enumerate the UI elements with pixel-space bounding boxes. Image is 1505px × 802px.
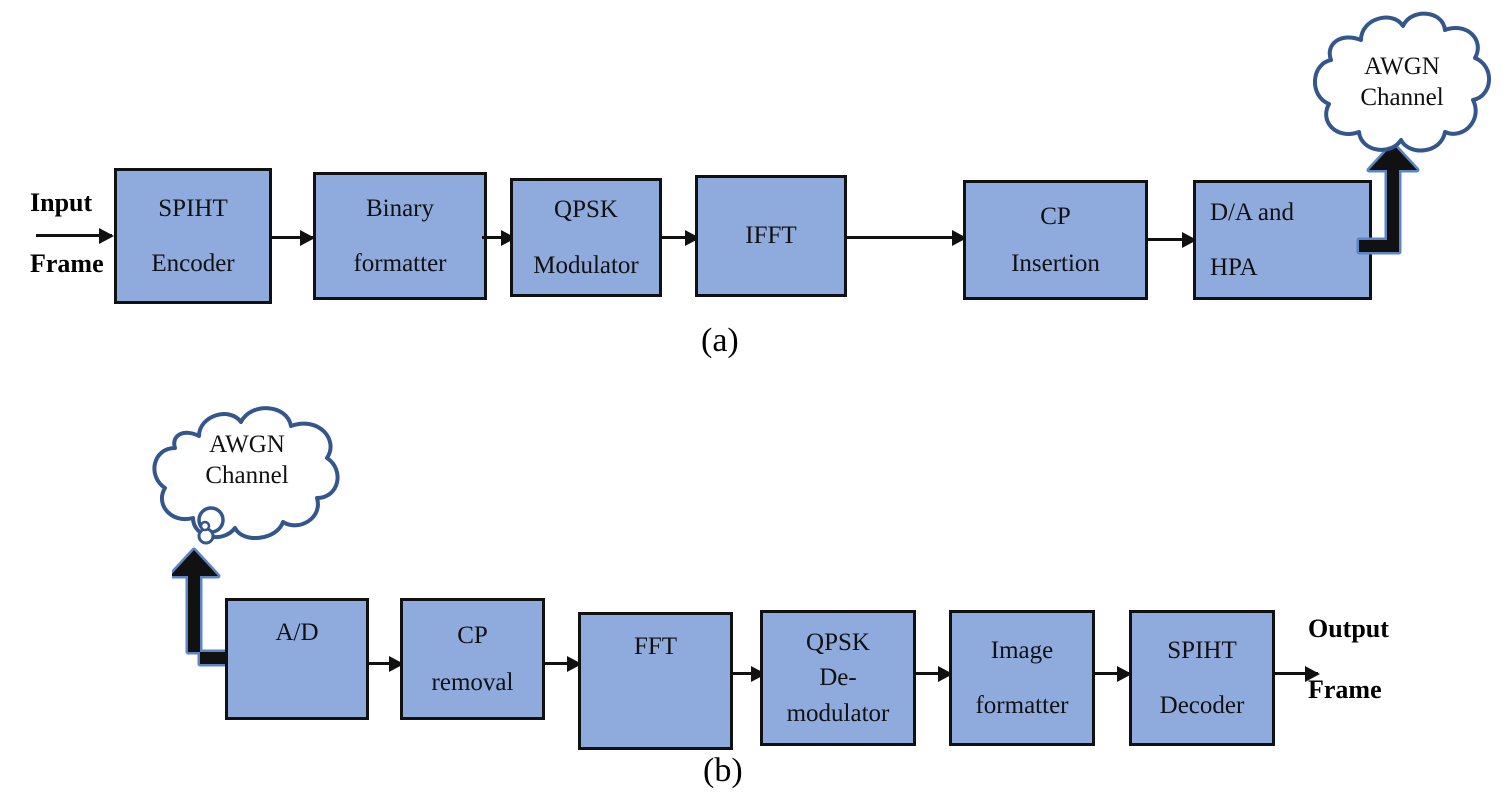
- block-spiht-encoder-line2: Encoder: [151, 250, 235, 277]
- arrow-cp-insertion-to-da-hpa: [1148, 238, 1195, 241]
- arrow-qpsk-modulator-to-ifft: [662, 236, 698, 239]
- awgn-tx-line2: Channel: [1360, 83, 1444, 111]
- arrow-qpsk-demodulator-to-image-formatter: [916, 672, 951, 675]
- awgn-channel-cloud-tx: AWGN Channel: [1303, 4, 1501, 164]
- block-image-formatter: Image formatter: [949, 610, 1095, 746]
- block-qpsk-modulator: QPSK Modulator: [510, 178, 662, 297]
- block-cp-removal-line1: CP: [457, 621, 488, 649]
- caption-a: (a): [701, 322, 739, 359]
- block-ifft-line1: IFFT: [745, 222, 797, 250]
- input-frame-line2: Frame: [30, 249, 104, 279]
- block-spiht-decoder-line1: SPIHT: [1167, 636, 1237, 664]
- block-ad: A/D: [225, 598, 369, 720]
- block-qpsk-modulator-line2: Modulator: [533, 251, 639, 279]
- arrow-ifft-to-cp-insertion: [847, 236, 965, 239]
- thick-arrow-to-awgn-channel-tx: [1355, 140, 1435, 270]
- block-qpsk-demodulator: QPSK De- modulator: [760, 610, 916, 746]
- block-spiht-decoder-line2: Decoder: [1159, 692, 1245, 719]
- block-cp-removal: CP removal: [400, 598, 545, 720]
- block-qpsk-demodulator-line1: QPSK: [806, 628, 870, 656]
- block-fft-line1: FFT: [633, 633, 678, 660]
- block-da-hpa-line1: D/A and: [1210, 198, 1295, 226]
- arrow-binary-formatter-to-qpsk-modulator: [482, 236, 514, 239]
- block-image-formatter-line1: Image: [990, 636, 1054, 664]
- block-binary-formatter-line2: formatter: [353, 250, 447, 277]
- awgn-channel-cloud-rx-text: AWGN Channel: [143, 430, 351, 491]
- input-frame-label: Input Frame: [4, 157, 104, 310]
- block-cp-removal-line2: removal: [431, 669, 514, 696]
- arrow-fft-to-qpsk-demodulator: [733, 672, 764, 675]
- awgn-channel-cloud-tx-text: AWGN Channel: [1303, 52, 1501, 113]
- block-cp-insertion-line2: Insertion: [1011, 250, 1100, 277]
- arrow-cp-removal-to-fft: [545, 662, 580, 665]
- block-spiht-decoder: SPIHT Decoder: [1129, 610, 1275, 746]
- block-fft: FFT: [578, 612, 733, 750]
- block-da-hpa-line2: HPA: [1210, 254, 1258, 281]
- arrow-spiht-encoder-to-binary-formatter: [272, 236, 313, 239]
- block-binary-formatter: Binary formatter: [313, 172, 487, 300]
- awgn-rx-line2: Channel: [205, 461, 289, 489]
- caption-b: (b): [703, 752, 743, 789]
- block-qpsk-demodulator-line2: De-: [819, 664, 857, 692]
- input-frame-line1: Input: [30, 187, 93, 217]
- block-spiht-encoder: SPIHT Encoder: [114, 168, 272, 304]
- arrow-ad-to-cp-removal: [369, 662, 402, 665]
- block-qpsk-modulator-line1: QPSK: [554, 196, 618, 223]
- awgn-channel-cloud-rx: AWGN Channel: [143, 398, 351, 548]
- output-frame-line1: Output: [1308, 613, 1389, 643]
- block-da-hpa: D/A and HPA: [1193, 180, 1372, 300]
- arrow-image-formatter-to-spiht-decoder: [1095, 672, 1130, 675]
- arrow-input-to-spiht-encoder: [36, 234, 112, 237]
- block-cp-insertion: CP Insertion: [963, 180, 1148, 300]
- arrow-spiht-decoder-to-output: [1275, 672, 1318, 675]
- block-image-formatter-line2: formatter: [975, 692, 1069, 719]
- output-frame-line2: Frame: [1308, 675, 1382, 705]
- block-qpsk-demodulator-line3: modulator: [786, 699, 890, 727]
- block-ad-line1: A/D: [275, 619, 319, 646]
- awgn-rx-line1: AWGN: [209, 431, 285, 458]
- block-cp-insertion-line1: CP: [1040, 202, 1071, 230]
- awgn-tx-line1: AWGN: [1364, 53, 1440, 80]
- block-ifft: IFFT: [695, 175, 847, 297]
- output-frame-label: Output Frame: [1282, 583, 1389, 736]
- block-binary-formatter-line1: Binary: [365, 194, 435, 222]
- block-spiht-encoder-line1: SPIHT: [158, 194, 228, 222]
